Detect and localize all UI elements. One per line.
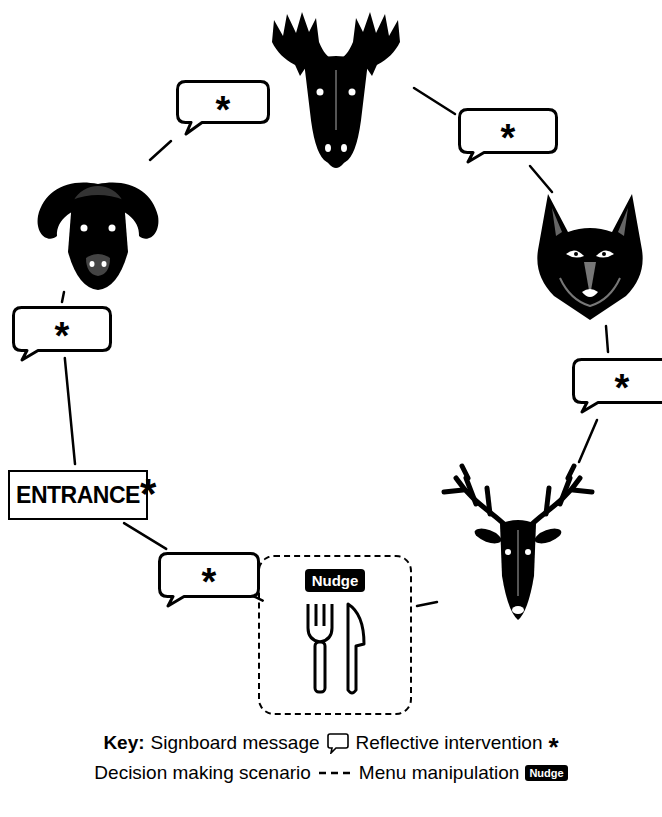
legend-sample-bubble	[326, 732, 350, 754]
intervention-mark: *	[176, 88, 270, 132]
deer-head	[444, 466, 592, 620]
nudge-badge: Nudge	[305, 569, 366, 592]
ring-line	[150, 141, 171, 160]
decision-scenario-box: Nudge	[258, 555, 412, 715]
ring-line	[579, 420, 597, 462]
signboard-bubble: *	[12, 306, 112, 362]
legend-sample-mark: *	[549, 737, 559, 757]
signboard-bubble: *	[158, 552, 260, 608]
legend-text: Menu manipulation	[359, 762, 520, 784]
legend-row: Decision making scenario Menu manipulatio…	[0, 758, 662, 788]
legend-row: Key: Signboard message Reflective interven…	[0, 728, 662, 758]
signboard-bubble: *	[458, 108, 558, 164]
legend-text: Signboard message	[151, 732, 320, 754]
ring-connector	[124, 523, 166, 549]
ring-connector	[65, 358, 75, 464]
legend-sample-badge: Nudge	[525, 765, 567, 781]
legend-text: Decision making scenario	[94, 762, 311, 784]
cutlery-icon	[308, 604, 364, 693]
ring-line	[530, 166, 552, 192]
intervention-mark: *	[158, 560, 260, 606]
legend-sample-dash	[317, 769, 353, 777]
intervention-mark: *	[140, 470, 156, 518]
wolf-head	[537, 194, 642, 320]
intervention-mark: *	[12, 314, 112, 360]
intervention-mark: *	[572, 366, 662, 412]
intervention-mark: *	[458, 116, 558, 162]
muskox-head	[38, 182, 159, 290]
ring-line	[414, 88, 455, 114]
entrance-label: ENTRANCE	[16, 482, 140, 509]
legend-key: Key:	[103, 732, 144, 754]
ring-line	[417, 602, 437, 606]
ring-line	[62, 292, 64, 302]
entrance-box: ENTRANCE	[8, 470, 148, 520]
moose-head	[272, 12, 400, 168]
signboard-bubble: *	[572, 358, 662, 414]
legend-text: Reflective intervention	[356, 732, 543, 754]
legend: Key: Signboard message Reflective interven…	[0, 728, 662, 788]
ring-line	[606, 326, 608, 352]
signboard-bubble: *	[176, 80, 270, 136]
